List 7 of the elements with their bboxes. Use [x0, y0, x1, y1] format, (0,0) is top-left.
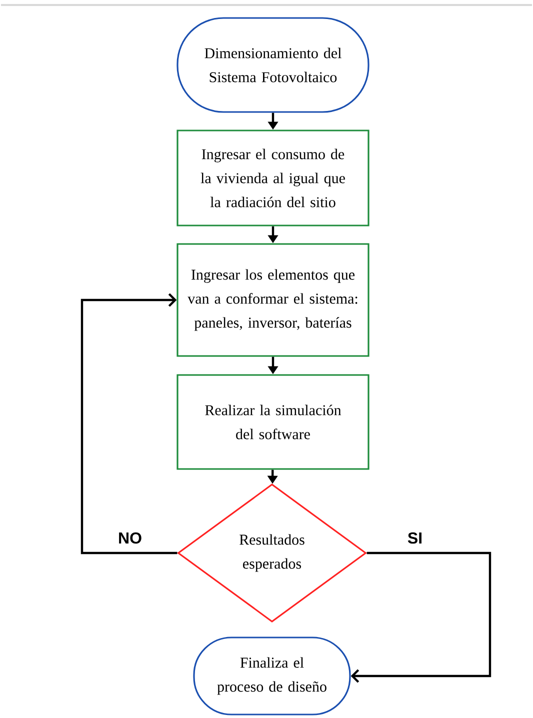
- arrow: [80, 293, 178, 554]
- edge-label: SI: [406, 531, 424, 545]
- process-box: Ingresar el consumo de la vivienda al igual que la radiación del sitio: [176, 130, 370, 226]
- edge-label: NO: [117, 531, 143, 545]
- process-box: Realizar la simulación del software: [176, 374, 370, 470]
- process-box: Ingresar los elementos que van a conformar el sistema: paneles, inversor, baterías: [176, 243, 370, 357]
- arrow: [350, 552, 492, 683]
